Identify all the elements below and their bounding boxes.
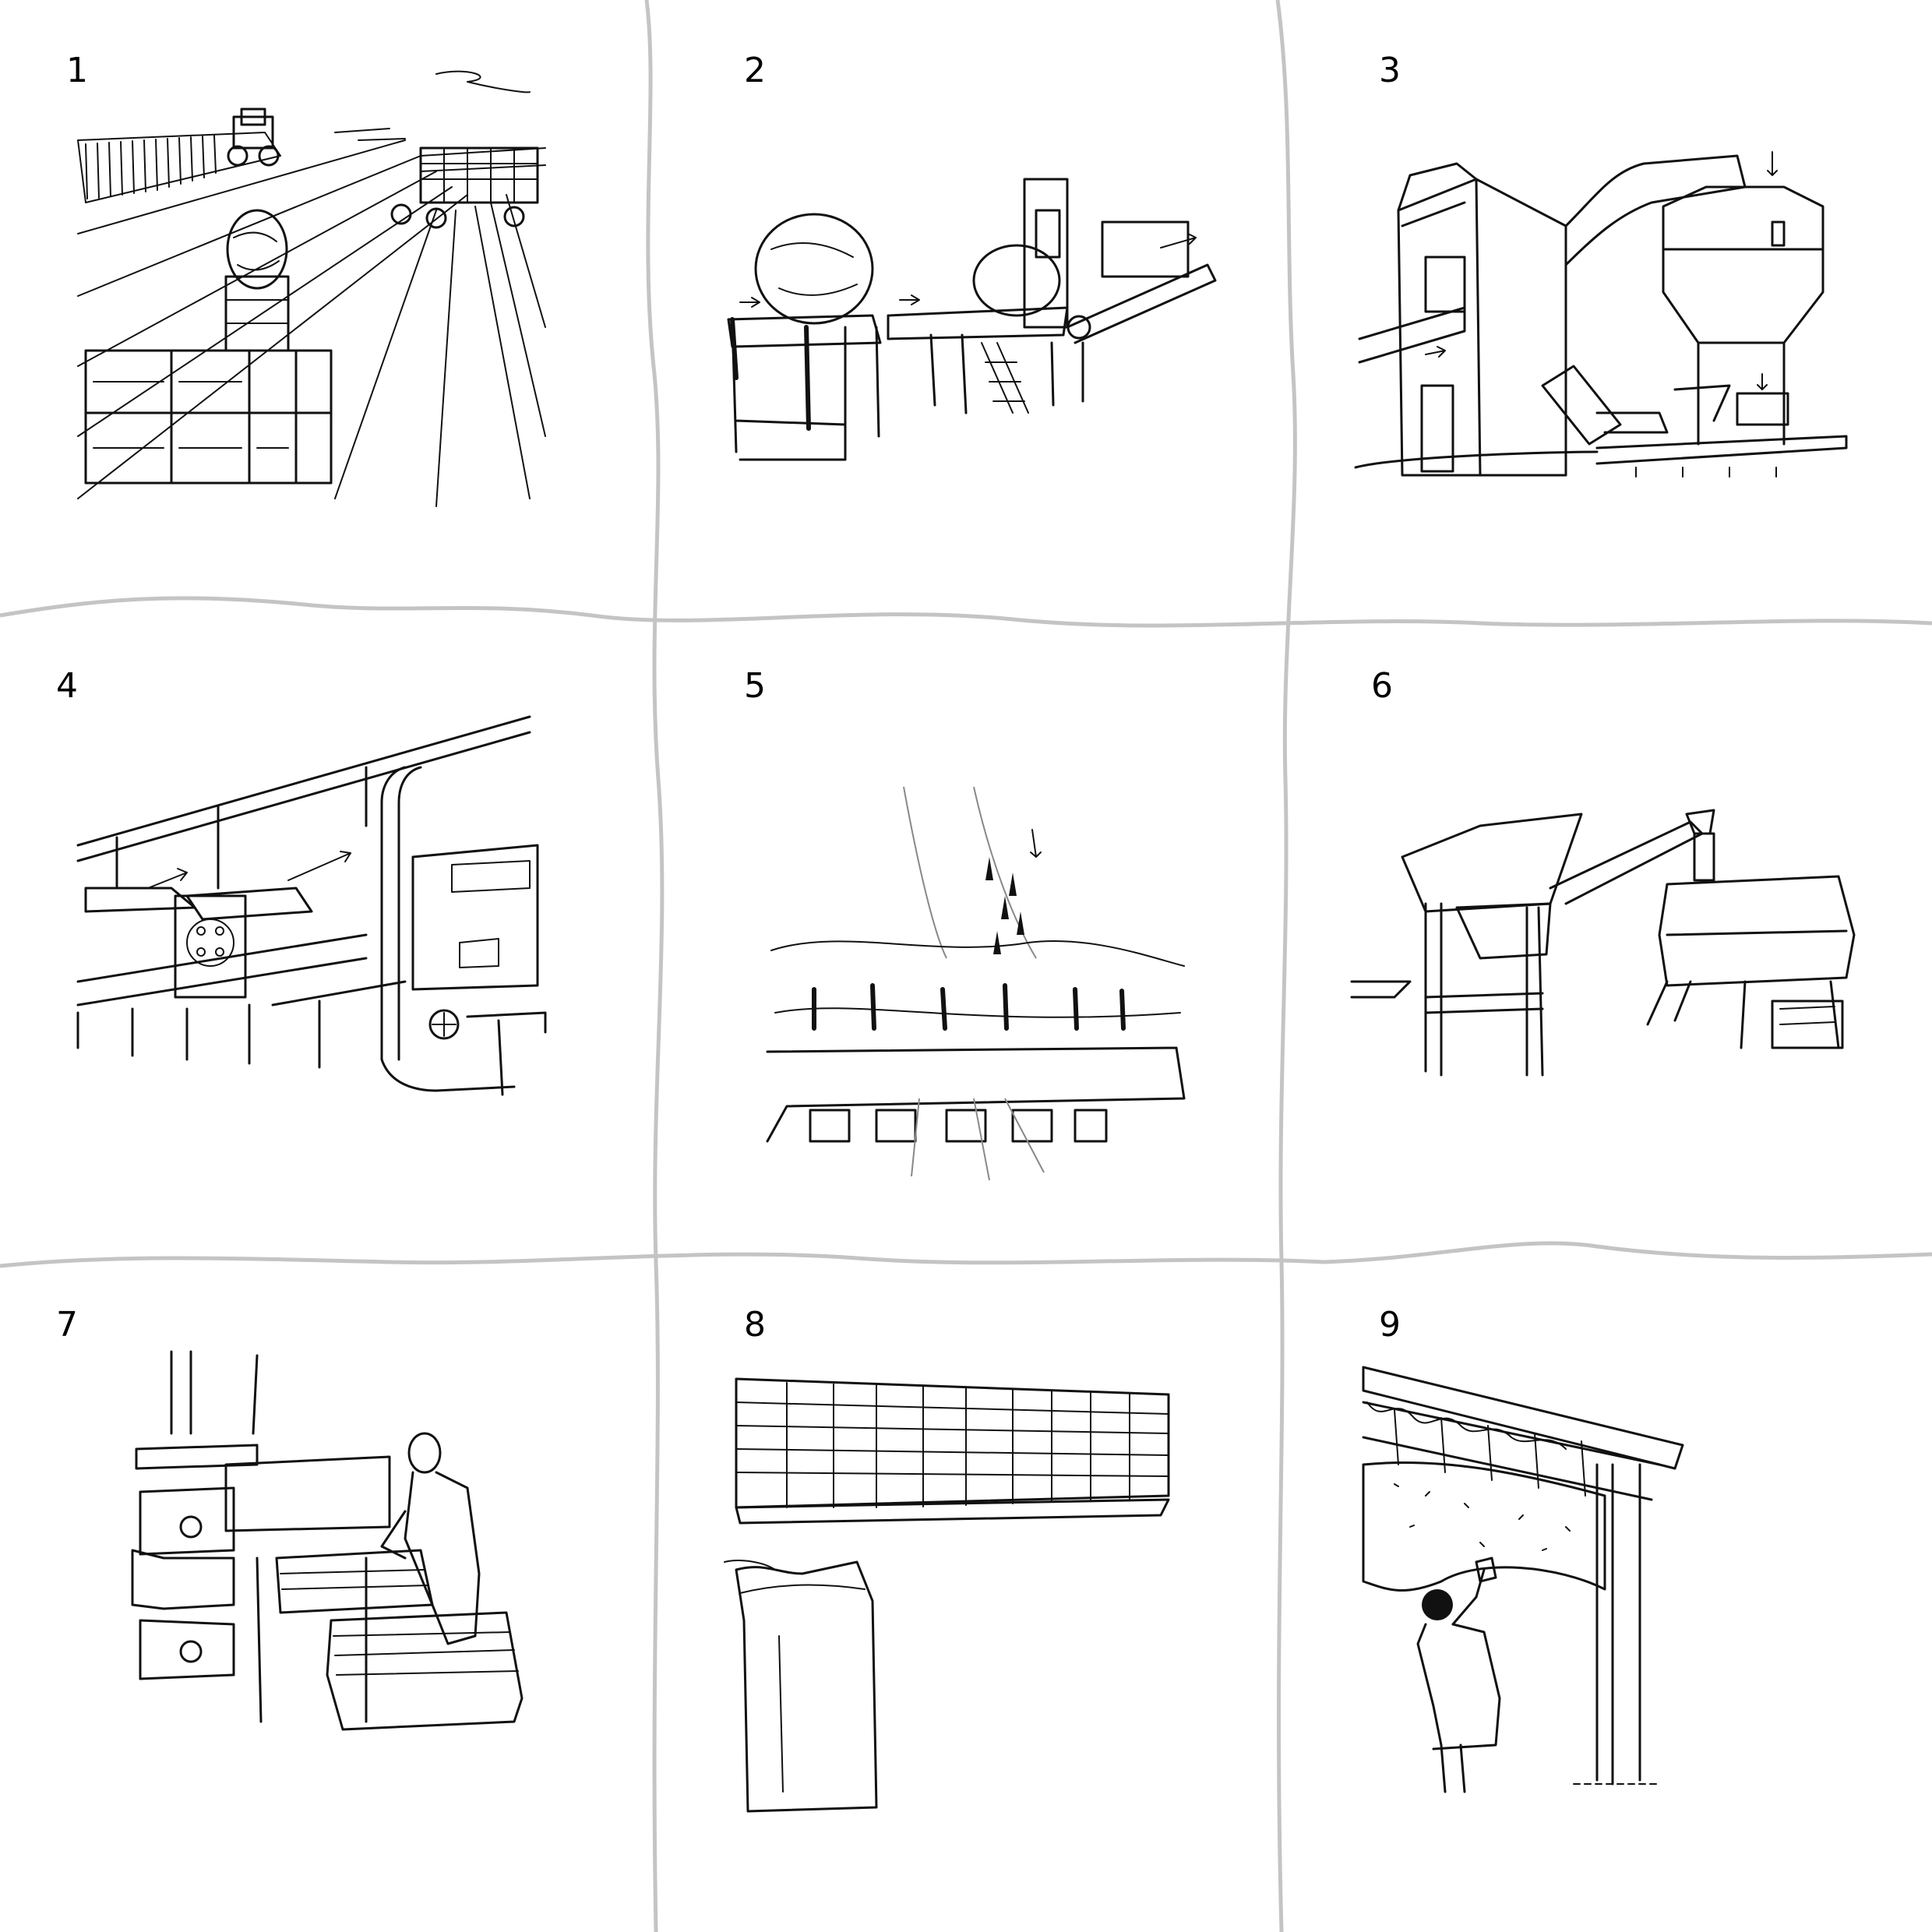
processing-plant-illustration [1356, 152, 1846, 477]
worker-press-illustration [132, 1352, 522, 1729]
horizontal-divider-top [0, 598, 1932, 626]
panel-4: 4 [56, 666, 545, 1095]
vertical-divider-left [647, 0, 662, 1932]
panel-number: 9 [1379, 1305, 1401, 1345]
panel-number: 5 [744, 666, 766, 706]
wall-application-illustration [1363, 1367, 1683, 1792]
panel-6: 6 [1352, 666, 1854, 1075]
panel-number: 2 [744, 51, 766, 90]
vertical-divider-right [1278, 0, 1295, 1932]
panel-number: 7 [56, 1305, 78, 1345]
field-harvest-illustration [78, 72, 545, 506]
panel-number: 8 [744, 1305, 766, 1345]
bale-conveyor-illustration [728, 179, 1215, 460]
panel-2: 2 [728, 51, 1215, 460]
panel-number: 3 [1379, 51, 1401, 90]
panel-5: 5 [744, 666, 1184, 1180]
hopper-machine-illustration [1352, 810, 1854, 1075]
bagged-product-illustration [724, 1379, 1169, 1811]
panel-9: 9 [1363, 1305, 1683, 1792]
panel-number: 6 [1371, 666, 1393, 706]
panel-number: 1 [66, 51, 88, 90]
panel-8: 8 [724, 1305, 1169, 1811]
conveyor-ducting-illustration [78, 717, 545, 1095]
panel-7: 7 [56, 1305, 522, 1729]
panel-3: 3 [1356, 51, 1846, 477]
panel-1: 1 [66, 51, 545, 506]
shredding-closeup-illustration [767, 787, 1184, 1180]
horizontal-divider-bottom [0, 1243, 1932, 1266]
panel-number: 4 [56, 666, 78, 706]
